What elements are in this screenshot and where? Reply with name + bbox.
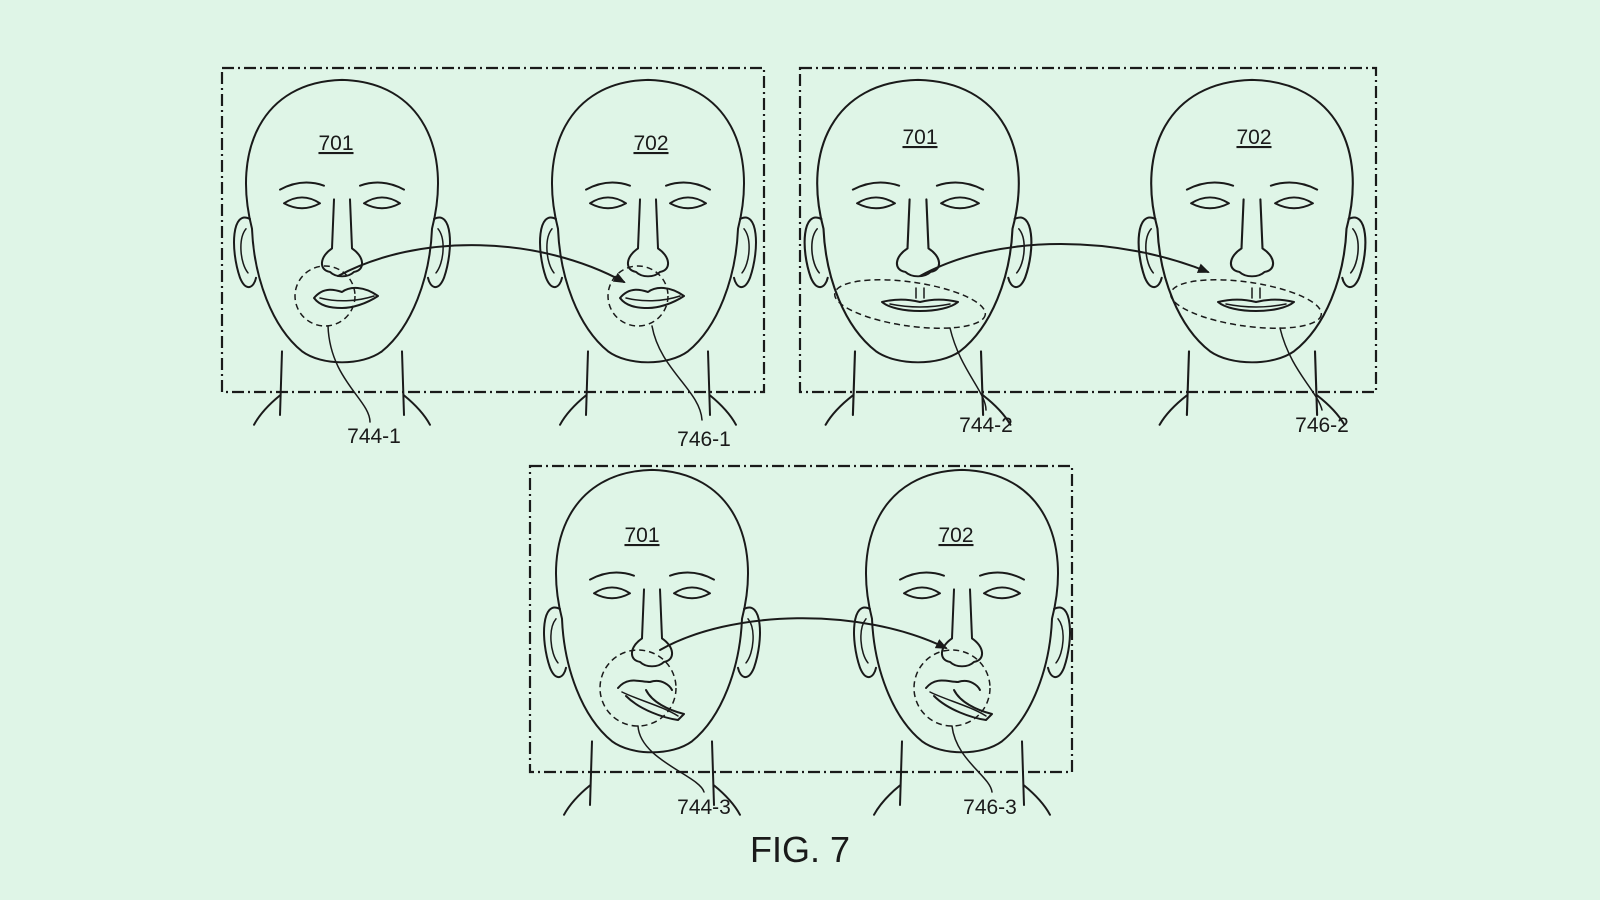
panel-1-source-face-id: 701 — [318, 132, 353, 155]
panel-2-source-region-label: 744-2 — [959, 414, 1013, 437]
panel-3-source-region — [599, 649, 677, 727]
panel-1-transfer-arrow — [337, 244, 626, 283]
panel-3-target-region-label: 746-3 — [963, 796, 1017, 819]
panel-1-target-region-label: 746-1 — [677, 428, 731, 451]
panel-1-source-leader — [327, 325, 371, 423]
panel-2-source-face: 701 — [803, 78, 1033, 426]
panel-1-source-face: 701 — [233, 78, 451, 426]
panel-1-source-region — [294, 265, 356, 327]
panel-3-source-leader — [637, 725, 705, 793]
figure-title: FIG. 7 — [750, 829, 850, 870]
panel-2-frame — [798, 66, 1378, 394]
panel-2: 701 702 744-2 746-2 — [798, 66, 1378, 437]
panel-2-target-face: 702 — [1137, 78, 1367, 426]
panel-3-target-face: 702 — [853, 468, 1071, 816]
panel-3-source-face-id: 701 — [624, 524, 659, 547]
panel-3-source-face: 701 — [543, 468, 761, 816]
panel-2-target-face-id: 702 — [1236, 126, 1271, 149]
panel-2-source-face-id: 701 — [902, 126, 937, 149]
panel-1-target-leader — [651, 325, 703, 421]
panel-1-target-face-id: 702 — [633, 132, 668, 155]
panel-2-source-region — [833, 279, 987, 329]
panel-3: 701 702 744-3 746-3 — [528, 464, 1074, 819]
panel-2-target-region — [1169, 279, 1323, 329]
panel-1-target-region — [607, 265, 669, 327]
panel-1: 701 702 744-1 746-1 — [220, 66, 766, 451]
panel-2-target-region-label: 746-2 — [1295, 414, 1349, 437]
panel-2-source-leader — [949, 327, 987, 411]
panel-3-target-face-id: 702 — [938, 524, 973, 547]
panel-3-source-region-label: 744-3 — [677, 796, 731, 819]
panel-2-target-leader — [1279, 327, 1323, 411]
panel-3-frame — [528, 464, 1074, 774]
panel-1-source-region-label: 744-1 — [347, 425, 401, 448]
panel-3-target-leader — [951, 725, 993, 793]
panel-1-target-face: 702 — [539, 78, 757, 426]
panel-2-transfer-arrow — [919, 243, 1210, 277]
panel-1-frame — [220, 66, 766, 394]
panel-3-target-region — [913, 649, 991, 727]
panel-3-transfer-arrow — [659, 617, 948, 651]
